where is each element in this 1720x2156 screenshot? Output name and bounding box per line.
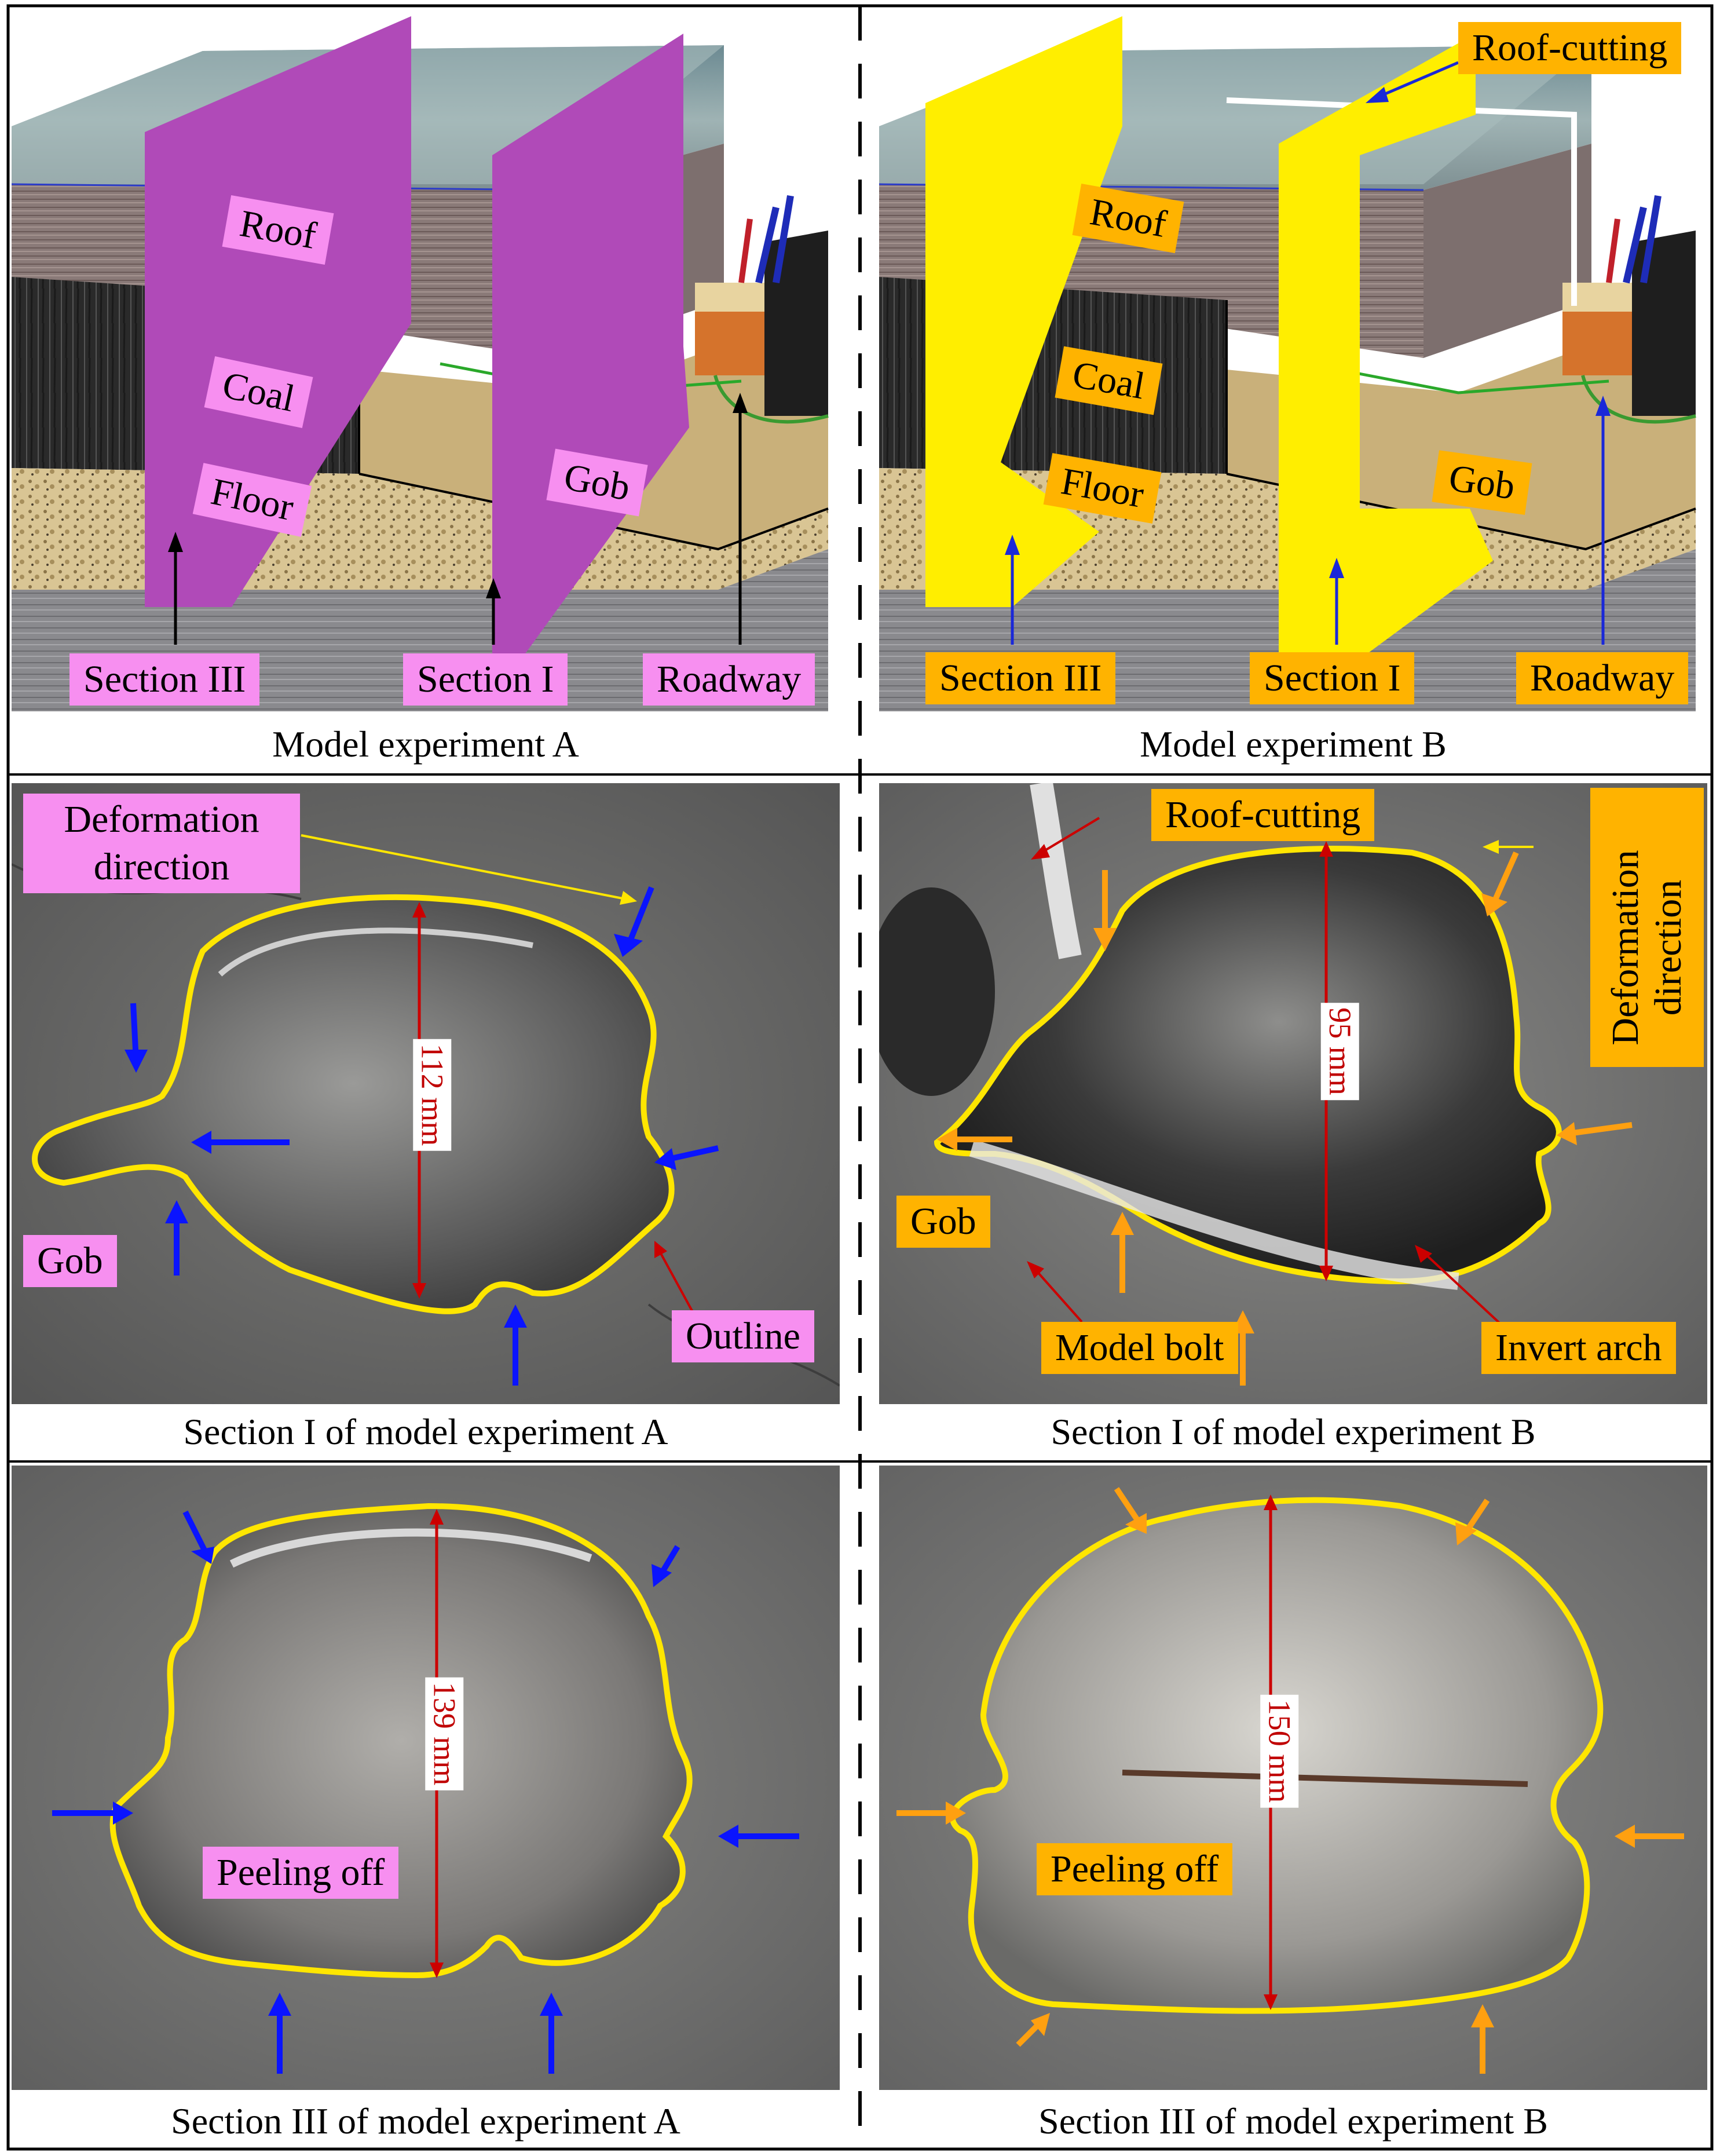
section-i-plane xyxy=(1279,34,1493,659)
roof-cutting-label: Roof-cutting xyxy=(1458,22,1682,74)
deformation-arrows-a xyxy=(52,1510,799,2074)
deformation-arrows-b xyxy=(896,1487,1684,2074)
roadway-label: Roadway xyxy=(643,653,815,706)
invert-arch-label: Invert arch xyxy=(1481,1322,1676,1374)
section-iii-plane xyxy=(925,16,1122,607)
dimension-112mm: 112 mm xyxy=(413,1039,452,1151)
roadway-label: Roadway xyxy=(1516,652,1689,704)
outline-label: Outline xyxy=(672,1310,814,1362)
section-iii-label: Section III xyxy=(69,653,260,706)
model-b-panel: Roof-cutting Roof Coal Floor Gob Section… xyxy=(879,10,1707,711)
roof-cutting-label: Roof-cutting xyxy=(1151,789,1375,841)
gob-label: Gob xyxy=(23,1235,117,1287)
section-i-label: Section I xyxy=(403,653,568,706)
model-b-diagram xyxy=(879,16,1696,711)
section-i-b-caption: Section I of model experiment B xyxy=(1051,1411,1536,1452)
section-i-plane xyxy=(492,34,689,659)
section-iii-a-panel: 139 mm Peeling off xyxy=(12,1466,840,2090)
dimension-150mm: 150 mm xyxy=(1260,1694,1299,1808)
roof-cutting-line xyxy=(1226,97,1577,306)
gob-label: Gob xyxy=(896,1196,990,1248)
section-iii-b-panel: 150 mm Peeling off xyxy=(879,1466,1707,2090)
model-a-diagram xyxy=(12,16,829,711)
peeling-off-label: Peeling off xyxy=(203,1847,399,1899)
peeling-off-label: Peeling off xyxy=(1037,1843,1233,1895)
section-iii-b-caption: Section III of model experiment B xyxy=(1038,2100,1548,2142)
deformation-arrows-b xyxy=(937,851,1633,1386)
section-i-b-photo xyxy=(879,783,1707,1404)
model-a-panel: Roof Coal Floor Gob Section III Section … xyxy=(12,10,840,711)
section-iii-a-caption: Section III of model experiment A xyxy=(171,2100,680,2142)
deformation-direction-label: Deformation direction xyxy=(1604,850,1689,1046)
deformation-direction-label: Deformation direction xyxy=(23,794,300,893)
model-bolt-label: Model bolt xyxy=(1041,1322,1238,1374)
section-i-a-caption: Section I of model experiment A xyxy=(183,1411,668,1452)
model-a-caption: Model experiment A xyxy=(272,723,579,765)
section-i-b-panel: Roof-cutting Deformation direction 95 mm… xyxy=(879,783,1707,1404)
section-i-a-panel: Deformation direction 112 mm Gob Outline xyxy=(12,783,840,1404)
deformation-arrows-a xyxy=(125,886,719,1386)
section-iii-plane xyxy=(145,16,411,607)
dimension-139mm: 139 mm xyxy=(425,1677,464,1790)
deformation-direction-box xyxy=(1590,788,1704,1067)
model-b-caption: Model experiment B xyxy=(1140,723,1447,765)
section-i-label: Section I xyxy=(1250,652,1415,704)
dimension-95mm: 95 mm xyxy=(1320,1003,1359,1100)
outline-shape xyxy=(32,894,675,1314)
section-iii-label: Section III xyxy=(925,652,1116,704)
